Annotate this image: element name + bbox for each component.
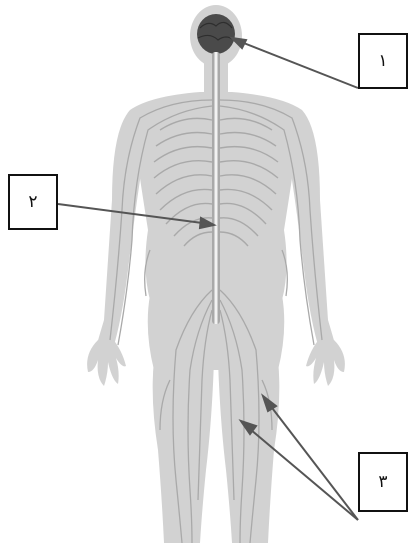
- brain: [197, 14, 235, 54]
- label-2-text: ٢: [28, 192, 37, 212]
- spinal-cord: [212, 52, 220, 324]
- label-box-3: ٣: [358, 452, 408, 512]
- label-box-1: ١: [358, 33, 408, 89]
- arrow-1: [236, 40, 358, 88]
- label-3-text: ٣: [378, 472, 387, 492]
- label-1-text: ١: [378, 51, 387, 71]
- arrow-3b: [266, 400, 358, 520]
- label-box-2: ٢: [8, 174, 58, 230]
